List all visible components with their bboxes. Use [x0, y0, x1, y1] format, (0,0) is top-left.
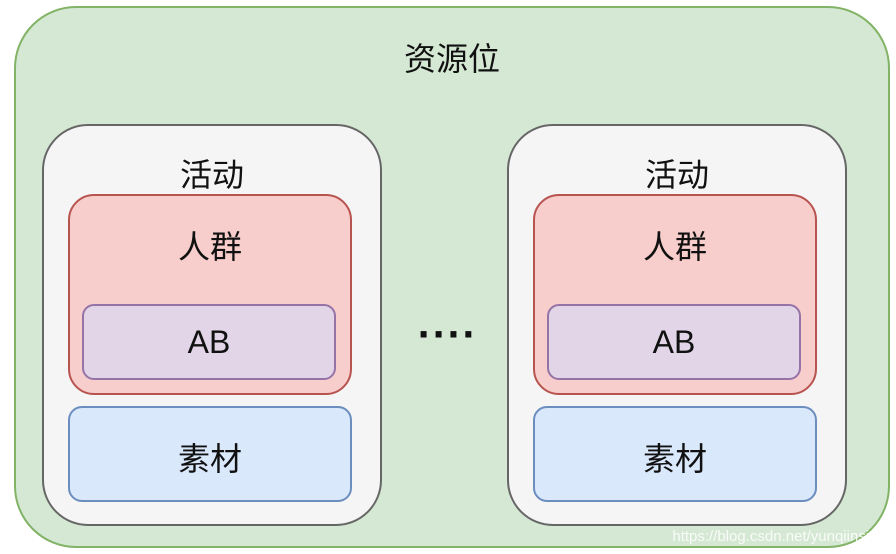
ab-label: AB — [187, 324, 231, 360]
ellipsis-separator: ···· — [417, 315, 477, 355]
material-label: 素材 — [177, 440, 242, 478]
ab-label: AB — [652, 324, 696, 360]
ab-box: AB — [547, 304, 801, 380]
resource-slot-label: 资源位 — [403, 40, 500, 78]
activity-box: 活动 人群 AB 素材 — [42, 124, 382, 526]
ab-box: AB — [82, 304, 336, 380]
crowd-box: 人群 AB — [533, 194, 817, 395]
material-box: 素材 — [533, 406, 817, 502]
activity-label: 活动 — [179, 156, 244, 194]
crowd-box: 人群 AB — [68, 194, 352, 395]
material-box: 素材 — [68, 406, 352, 502]
activity-box: 活动 人群 AB 素材 — [507, 124, 847, 526]
watermark-text: https://blog.csdn.net/yunqiinsight — [672, 528, 890, 545]
material-label: 素材 — [642, 440, 707, 478]
crowd-label: 人群 — [177, 228, 242, 266]
activity-label: 活动 — [644, 156, 709, 194]
crowd-label: 人群 — [642, 228, 707, 266]
